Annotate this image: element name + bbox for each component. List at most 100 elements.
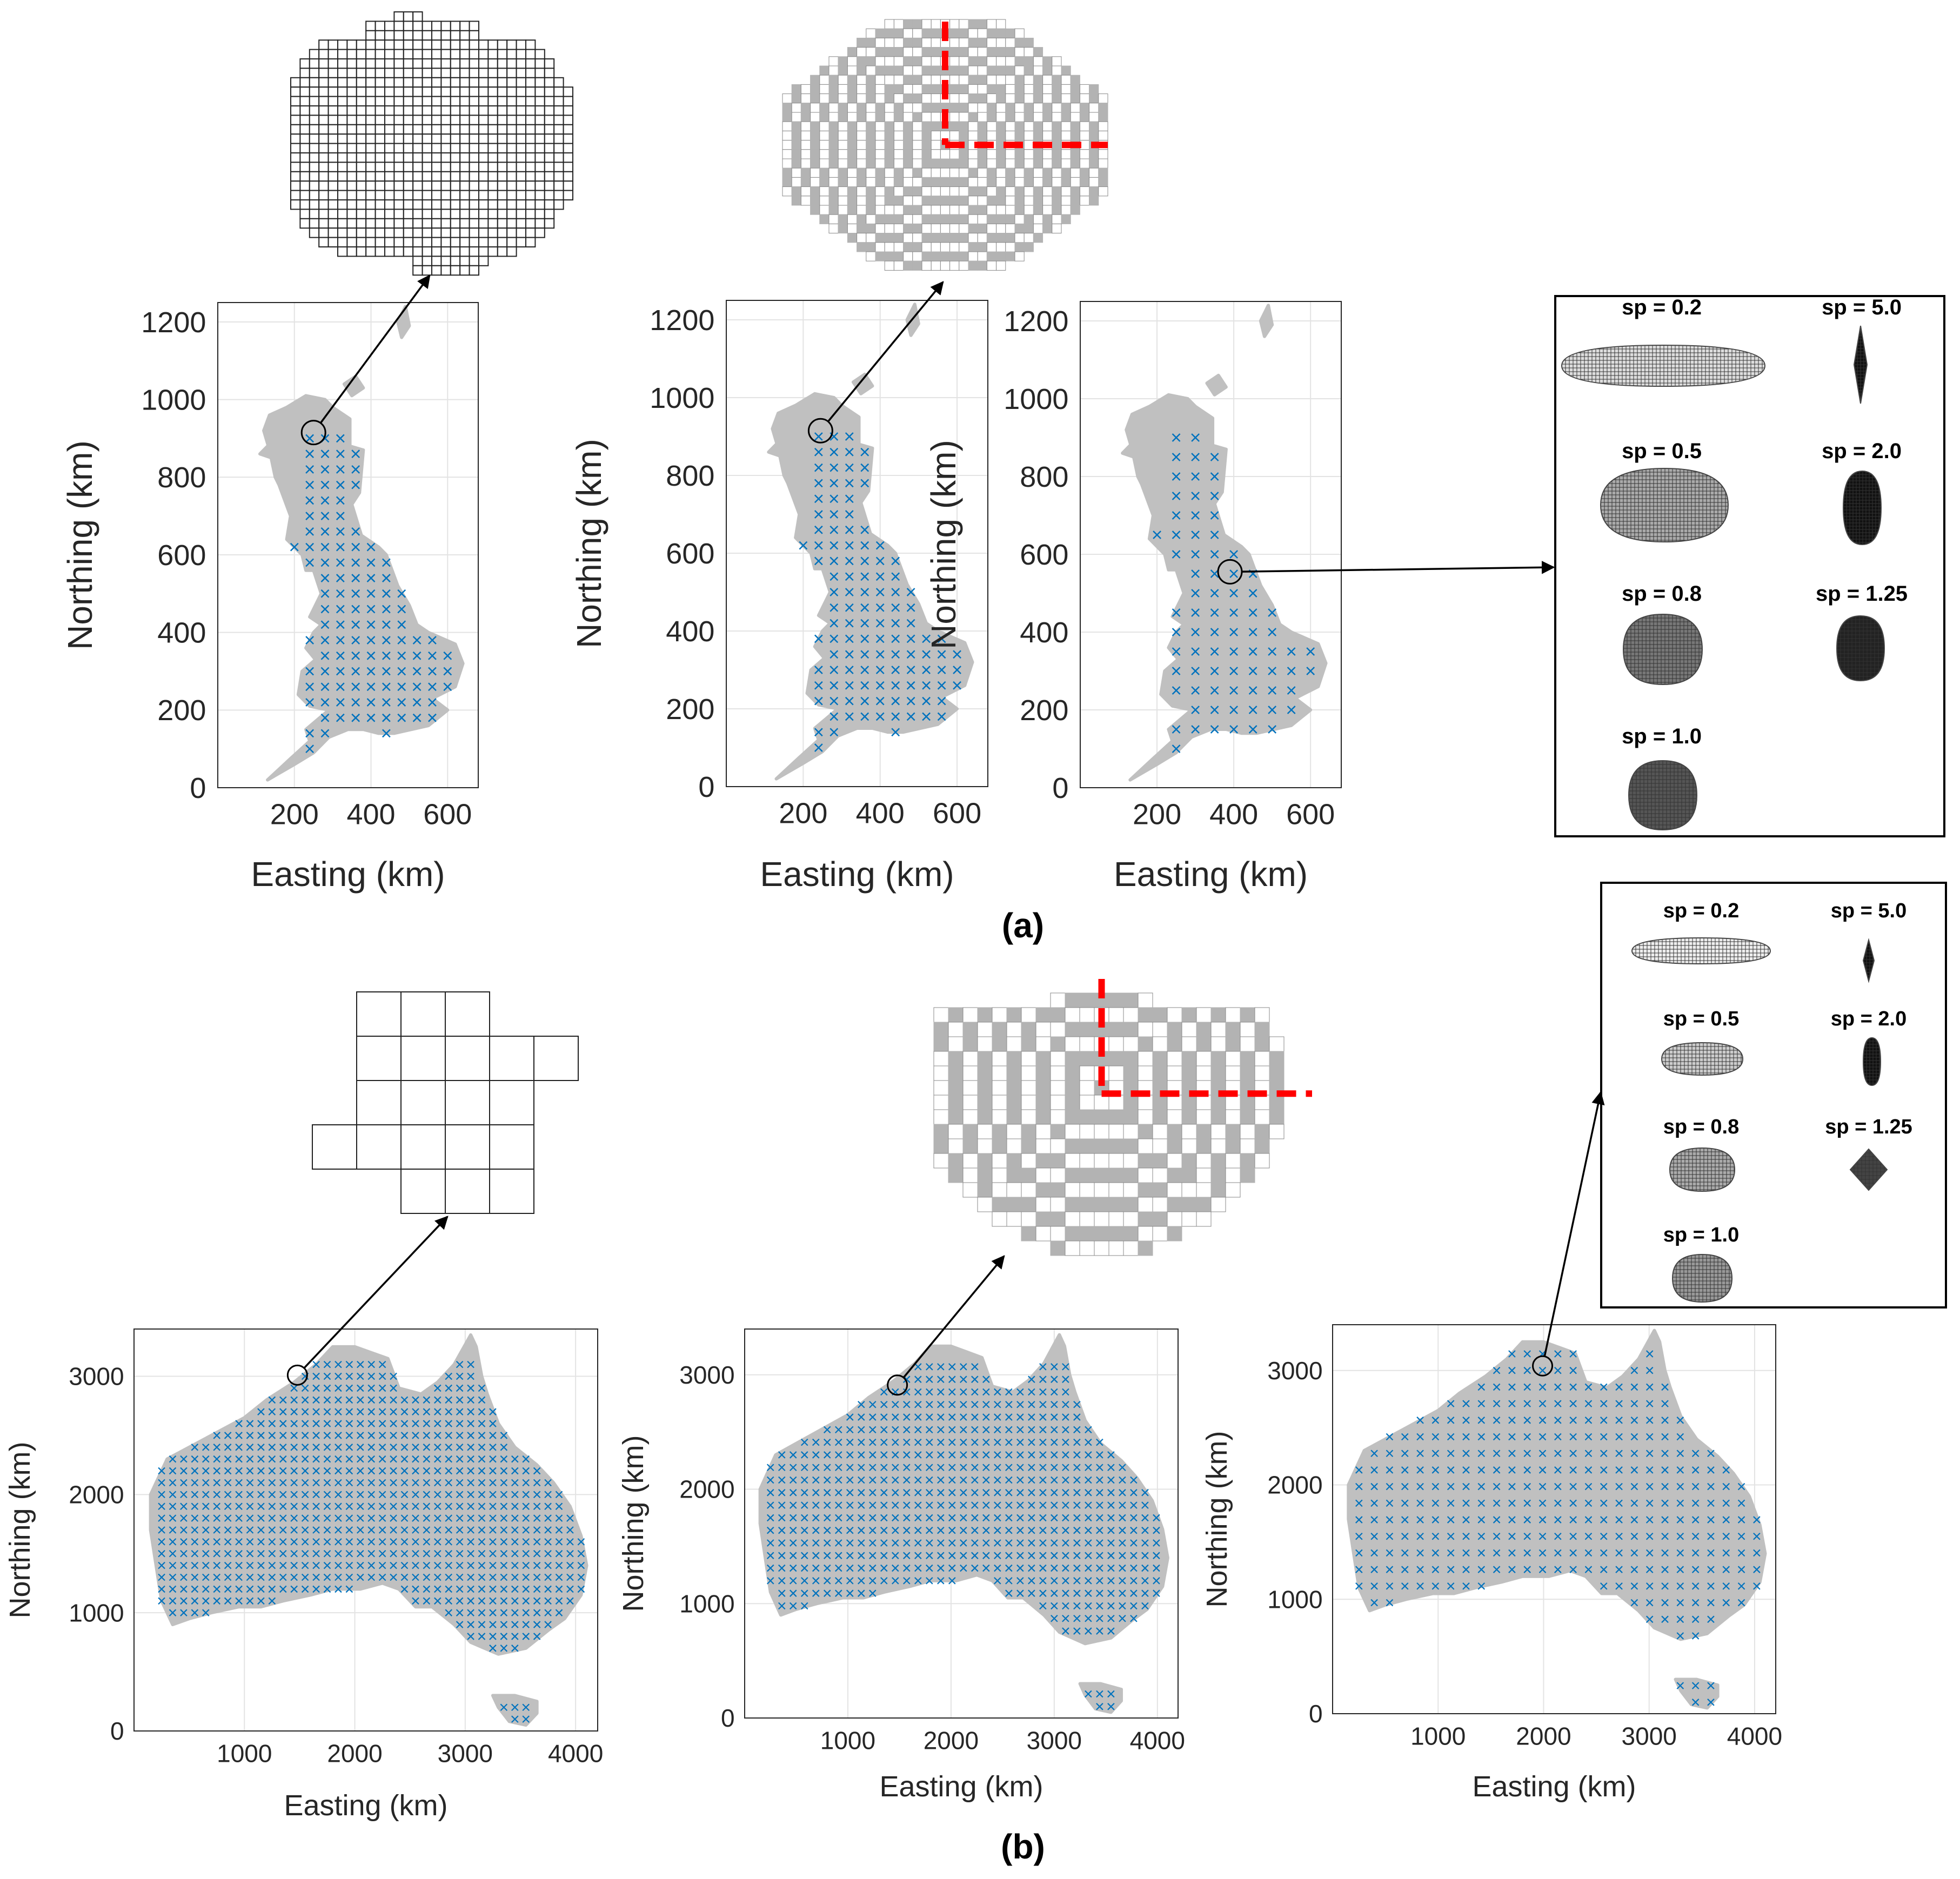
sample-marker: [1462, 1532, 1470, 1540]
sample-marker: [869, 1539, 877, 1547]
inset-cell: [374, 237, 385, 248]
sample-marker: [400, 1502, 409, 1511]
highlight-circle: [300, 420, 326, 446]
inset-cell: [1210, 1167, 1226, 1183]
sample-marker: [478, 1621, 486, 1628]
sample-marker: [948, 1552, 956, 1560]
sample-marker: [1493, 1433, 1501, 1441]
inset-cell: [497, 218, 508, 229]
sample-marker: [544, 1573, 552, 1581]
sample-marker: [467, 1502, 474, 1511]
sample-marker: [1370, 1532, 1378, 1540]
inset-cell: [403, 77, 414, 88]
sample-marker: [1028, 1539, 1035, 1547]
sample-marker: [1477, 1449, 1486, 1458]
inset-cell: [403, 68, 414, 78]
sample-marker: [357, 1360, 364, 1368]
sample-marker: [290, 1444, 298, 1451]
inset-cell: [1061, 103, 1071, 113]
inset-cell: [327, 162, 338, 172]
inset-cell: [299, 171, 310, 182]
inset-cell: [1094, 1124, 1109, 1139]
sample-marker: [336, 605, 345, 614]
sample-marker: [1119, 1552, 1126, 1560]
sample-marker: [434, 1502, 441, 1511]
sample-marker: [1005, 1438, 1013, 1446]
sample-marker: [858, 1552, 865, 1560]
sample-marker: [522, 1491, 530, 1499]
au-inset-rings: [933, 979, 1312, 1256]
inset-cell: [469, 133, 479, 144]
sample-marker: [1645, 1383, 1654, 1391]
inset-cell: [1014, 28, 1025, 38]
inset-cell: [810, 158, 820, 169]
inset-cell: [384, 237, 395, 248]
inset-cell: [959, 28, 969, 38]
sample-marker: [1119, 1602, 1126, 1610]
inset-cell: [327, 180, 338, 191]
inset-cell: [1050, 1240, 1066, 1256]
sample-marker: [1630, 1466, 1638, 1474]
inset-cell: [534, 115, 545, 125]
sample-marker: [1493, 1566, 1501, 1573]
sample-marker: [891, 712, 900, 721]
inset-cell: [553, 96, 564, 107]
sample-marker: [191, 1514, 199, 1522]
sample-marker: [533, 1573, 541, 1581]
sample-marker: [1386, 1482, 1394, 1491]
sample-marker: [213, 1491, 220, 1499]
sample-marker: [1130, 1526, 1138, 1534]
sample-marker: [434, 1538, 441, 1546]
sample-marker: [202, 1597, 210, 1605]
sample-marker: [357, 1514, 364, 1522]
inset-cell: [478, 49, 489, 59]
inset-cell: [497, 124, 508, 135]
inset-cell: [819, 196, 830, 206]
sample-marker: [1508, 1499, 1516, 1507]
sample-marker: [467, 1514, 474, 1522]
inset-cell: [487, 209, 498, 219]
sample-marker: [335, 1573, 342, 1581]
sample-marker: [1210, 667, 1219, 675]
inset-cell: [384, 180, 395, 191]
sample-marker: [1661, 1466, 1669, 1474]
inset-cell: [912, 167, 922, 178]
sample-marker: [1062, 1476, 1069, 1484]
sample-marker: [1523, 1499, 1531, 1507]
inset-cell: [968, 103, 978, 113]
inset-cell: [393, 96, 404, 107]
sample-marker: [1477, 1417, 1486, 1424]
sample-marker: [305, 682, 315, 692]
inset-cell: [828, 130, 839, 141]
inset-cell: [365, 49, 376, 59]
inset-cell: [544, 152, 555, 163]
inset-cell: [525, 190, 536, 201]
sample-marker: [544, 1585, 552, 1593]
inset-cell: [431, 237, 442, 248]
sample-marker: [323, 1561, 331, 1569]
sample-marker: [335, 1479, 342, 1487]
inset-cell: [1065, 1080, 1080, 1096]
sample-marker: [1141, 1501, 1149, 1509]
sample-marker: [290, 1585, 298, 1593]
sample-marker: [1416, 1549, 1424, 1557]
sample-marker: [290, 1502, 298, 1511]
inset-cell: [968, 214, 978, 224]
sample-marker: [845, 479, 854, 488]
sample-marker: [834, 1489, 842, 1497]
sample-marker: [246, 1526, 254, 1534]
sample-marker: [467, 1526, 474, 1534]
inset-cell: [893, 65, 904, 76]
sample-marker: [382, 698, 391, 707]
inset-cell: [1108, 1065, 1124, 1081]
sample-marker: [1039, 1602, 1047, 1610]
sample-marker: [312, 1372, 320, 1380]
inset-cell: [327, 68, 338, 78]
sample-marker: [914, 1413, 922, 1421]
sample-marker: [1051, 1577, 1058, 1585]
inset-cell: [996, 167, 1006, 178]
sample-marker: [400, 1549, 409, 1558]
sample-marker: [305, 434, 315, 443]
sample-marker: [1191, 686, 1200, 695]
inset-cell: [838, 223, 848, 234]
